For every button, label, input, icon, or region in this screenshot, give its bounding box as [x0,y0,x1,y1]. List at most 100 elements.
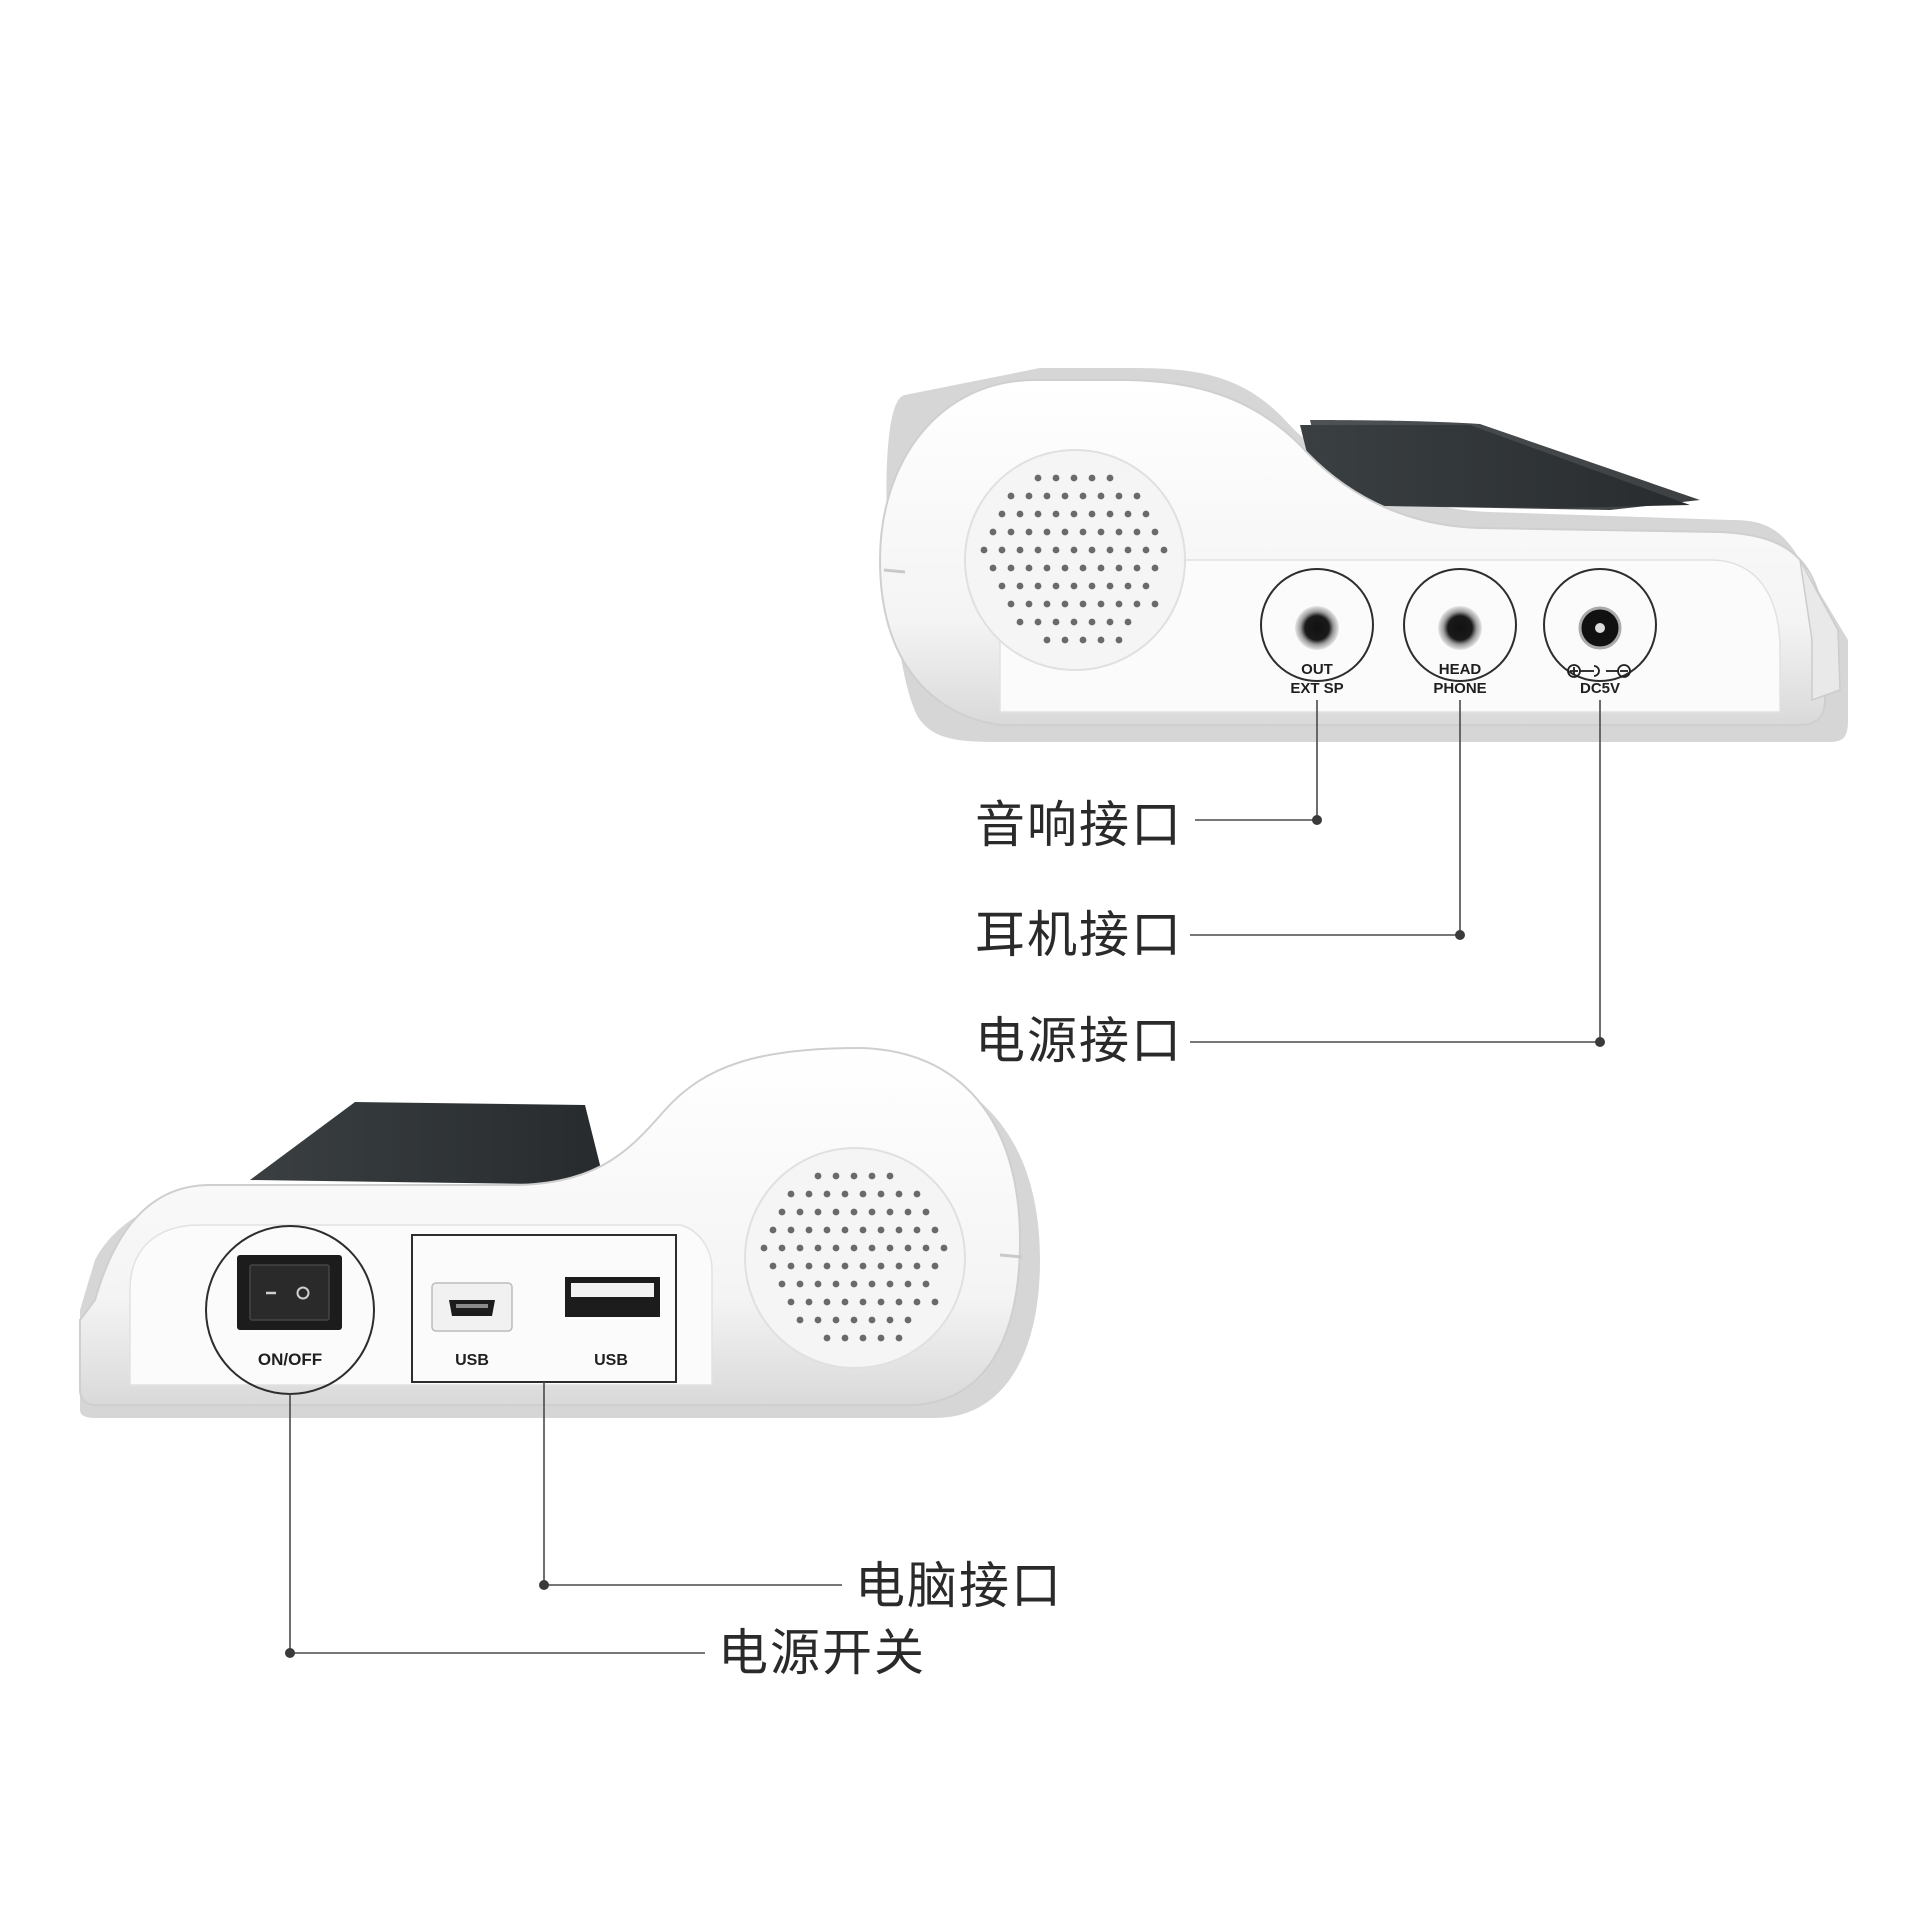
mini-usb-port[interactable]: USB [431,1282,513,1369]
grille-hole [841,1262,849,1270]
grille-hole [931,1226,939,1234]
top-device: OUT EXT SP HEAD PHONE DC5V [878,368,1848,742]
polarity-icon [1567,664,1631,678]
top-device-screen-sheen [1310,420,1700,510]
grille-hole [913,1226,921,1234]
headphone-jack[interactable]: HEAD PHONE [1403,568,1517,697]
top-leaders [1190,700,1605,1047]
power-switch[interactable]: ON/OFF [205,1225,375,1395]
grille-hole [1124,618,1132,626]
grille-hole [805,1226,813,1234]
grille-hole [1034,546,1042,554]
grille-hole [1106,474,1114,482]
grille-hole [859,1226,867,1234]
grille-hole [841,1298,849,1306]
grille-hole [1016,582,1024,590]
grille-hole [1115,564,1123,572]
grille-hole [1079,564,1087,572]
grille-hole [940,1244,948,1252]
grille-hole [769,1226,777,1234]
top-device-port-panel [999,559,1781,713]
grille-hole [1052,582,1060,590]
grille-hole [796,1280,804,1288]
grille-hole [877,1190,885,1198]
grille-hole [832,1244,840,1252]
bottom-device-screen [250,1102,605,1185]
grille-hole [814,1280,822,1288]
grille-hole [913,1190,921,1198]
grille-hole [778,1244,786,1252]
grille-hole [1052,546,1060,554]
grille-hole [877,1334,885,1342]
grille-hole [859,1262,867,1270]
out-ext-sp-jack[interactable]: OUT EXT SP [1260,568,1374,697]
grille-hole [868,1172,876,1180]
grille-hole [1088,510,1096,518]
grille-hole [805,1262,813,1270]
power-switch-leader [289,1394,705,1654]
out-label: OUT [1301,661,1333,678]
grille-hole [1070,618,1078,626]
bottom-device: ON/OFF USB USB [79,1046,1040,1418]
grille-hole [1034,510,1042,518]
computer-port-callout: 电脑接口 [855,1557,1063,1615]
grille-hole [1043,528,1051,536]
grille-hole [1160,546,1168,554]
grille-hole [886,1244,894,1252]
grille-hole [1088,582,1096,590]
grille-hole [1052,474,1060,482]
grille-hole [760,1244,768,1252]
grille-hole [1043,600,1051,608]
grille-hole [1124,582,1132,590]
grille-hole [980,546,988,554]
grille-hole [868,1244,876,1252]
grille-hole [1133,492,1141,500]
grille-hole [989,564,997,572]
grille-hole [1061,600,1069,608]
headphone-highlight-ring [1403,568,1517,682]
grille-hole [796,1208,804,1216]
grille-hole [1115,636,1123,644]
grille-hole [823,1298,831,1306]
grille-hole [1097,636,1105,644]
headphone-socket-icon [1438,606,1482,650]
mini-usb-label: USB [455,1352,489,1369]
bottom-speaker-grille [744,1147,966,1369]
grille-hole [1124,510,1132,518]
power-port-leader [1190,700,1601,1043]
grille-hole [886,1172,894,1180]
grille-hole [814,1316,822,1324]
dc5v-jack[interactable]: DC5V [1543,568,1657,697]
grille-hole [1115,492,1123,500]
grille-hole [1070,474,1078,482]
grille-hole [778,1208,786,1216]
grille-hole [913,1262,921,1270]
grille-hole [1079,636,1087,644]
grille-hole [805,1298,813,1306]
grille-hole [913,1298,921,1306]
grille-hole [850,1244,858,1252]
grille-hole [1034,582,1042,590]
power-switch-callout: 电源开关 [718,1624,926,1682]
grille-hole [1142,510,1150,518]
grille-hole [904,1244,912,1252]
grille-hole [787,1262,795,1270]
grille-hole [877,1262,885,1270]
grille-hole [1043,564,1051,572]
grille-hole [1061,492,1069,500]
grille-hole [1133,564,1141,572]
grille-hole [922,1208,930,1216]
grille-hole [895,1226,903,1234]
grille-hole [1025,528,1033,536]
grille-hole [823,1190,831,1198]
grille-hole [841,1190,849,1198]
grille-hole [1061,528,1069,536]
grille-hole [1142,546,1150,554]
grille-hole [989,528,997,536]
grille-hole [1061,636,1069,644]
usb-a-port[interactable]: USB [565,1277,660,1369]
on-off-label: ON/OFF [258,1350,322,1369]
grille-hole [1052,510,1060,518]
grille-hole [1034,618,1042,626]
